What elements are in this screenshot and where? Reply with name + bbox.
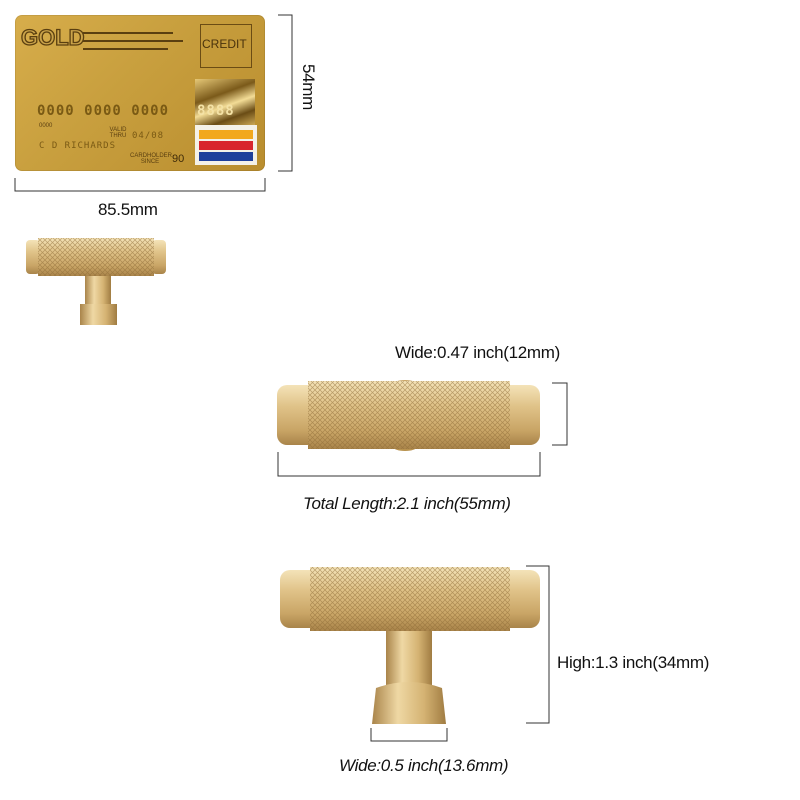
bar-width-bracket [552, 382, 568, 446]
card-width-bracket [14, 178, 266, 192]
side-view-dimension-lines [370, 565, 550, 742]
card-hologram-digits: 8888 [197, 103, 235, 119]
flag-stripe-blue [199, 152, 253, 161]
card-decor-line [83, 40, 183, 42]
card-dimension-lines [14, 14, 293, 192]
card-expiry: 04/08 [132, 131, 165, 141]
bar-width-label: Wide:0.47 inch(12mm) [395, 343, 561, 362]
handle-small [26, 238, 166, 325]
card-decor-line [83, 32, 173, 34]
card-type: CREDIT [202, 37, 247, 51]
height-bracket [526, 565, 550, 724]
total-length-label: Total Length:2.1 inch(55mm) [303, 494, 511, 513]
card-brand: GOLD [20, 24, 85, 50]
height-label: High:1.3 inch(34mm) [557, 653, 710, 672]
card-since-label: CARDHOLDER SINCE [130, 153, 173, 165]
card-holder-name: C D RICHARDS [39, 141, 117, 151]
card-valid-thru-label: VALID THRU [109, 127, 127, 139]
base-width-label: Wide:0.5 inch(13.6mm) [339, 756, 509, 775]
card-decor-line [83, 48, 168, 50]
card-hologram [195, 79, 255, 127]
base-width-bracket [370, 728, 448, 742]
card-number: 0000 0000 0000 [37, 103, 170, 119]
card-type-box [200, 24, 252, 68]
card-height-label: 54mm [299, 64, 318, 111]
handle-top-view [277, 380, 540, 451]
total-length-bracket [277, 452, 541, 477]
credit-card: GOLD CREDIT 0000 0000 0000 8888 0000 VAL… [15, 15, 265, 171]
handle-side-view [280, 567, 540, 724]
card-network-flag [195, 125, 257, 165]
card-height-bracket [278, 14, 293, 172]
flag-stripe-orange [199, 130, 253, 139]
card-small-number: 0000 [39, 123, 53, 129]
flag-stripe-red [199, 141, 253, 150]
card-member-since: 90 [172, 153, 185, 165]
card-width-label: 85.5mm [98, 200, 158, 219]
top-view-dimension-lines [277, 382, 568, 477]
